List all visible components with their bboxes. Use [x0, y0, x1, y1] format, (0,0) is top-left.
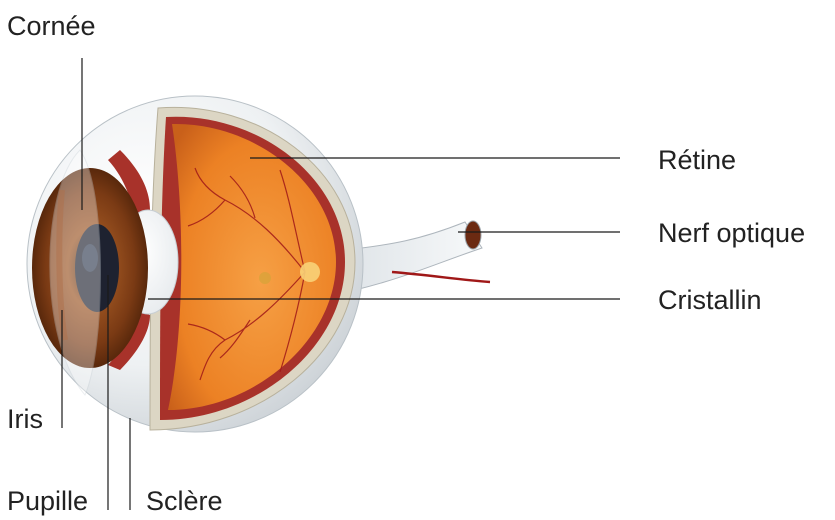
label-sclera: Sclère [146, 488, 223, 515]
label-pupil: Pupille [7, 488, 88, 515]
optic-disc [300, 262, 320, 282]
label-retina: Rétine [658, 147, 736, 174]
label-optic-nerve: Nerf optique [658, 220, 805, 247]
label-lens: Cristallin [658, 287, 762, 314]
macula [259, 272, 271, 284]
eye-cutaway [150, 107, 355, 430]
label-iris: Iris [7, 406, 43, 433]
optic-nerve [345, 221, 490, 290]
label-cornea: Cornée [7, 13, 96, 40]
